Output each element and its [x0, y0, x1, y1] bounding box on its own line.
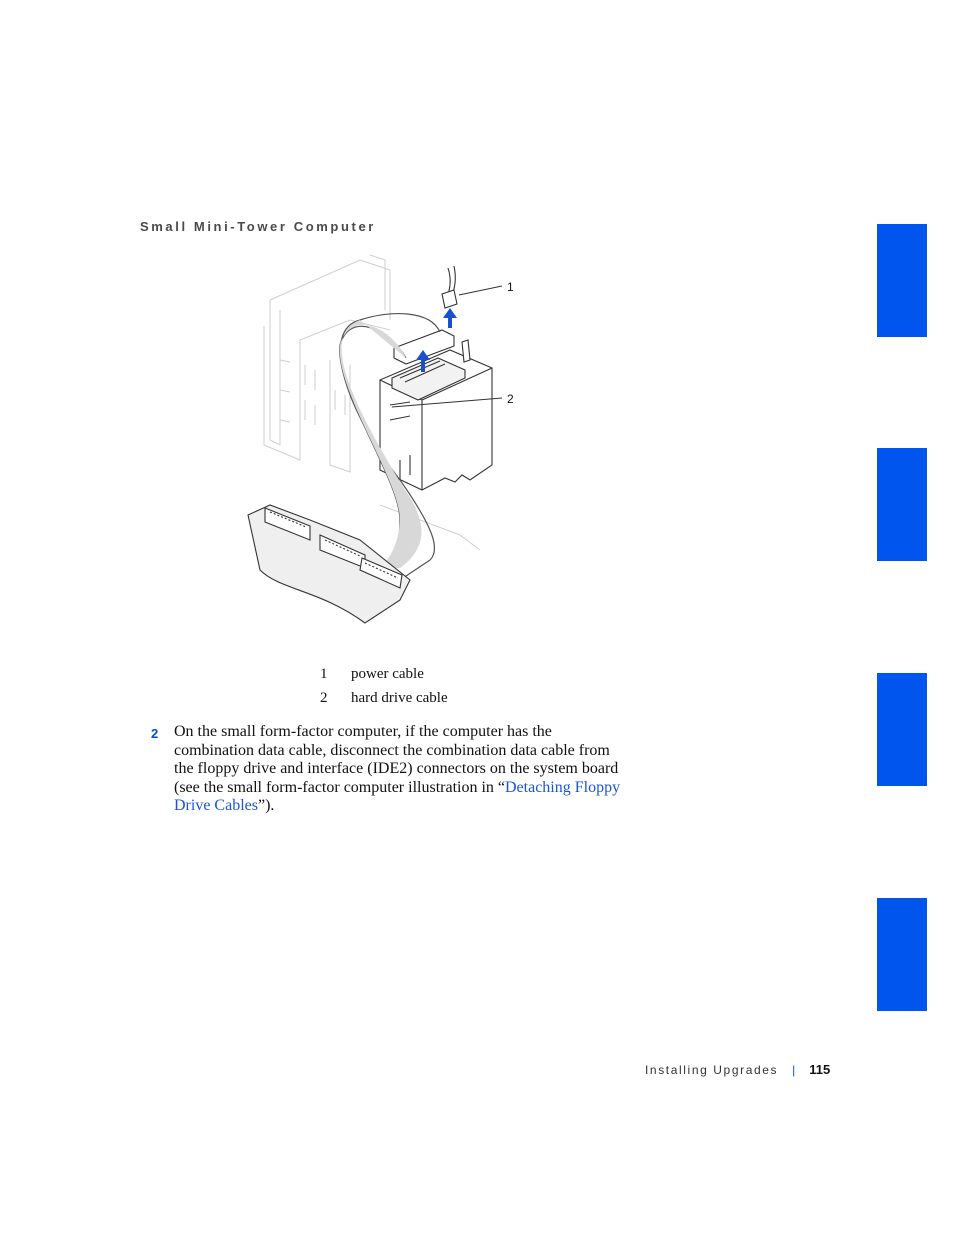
- chapter-tab: [877, 898, 927, 1011]
- section-heading: Small Mini-Tower Computer: [140, 219, 376, 234]
- callout-number: 2: [507, 392, 514, 406]
- chapter-tab: [877, 448, 927, 561]
- step-text: On the small form-factor computer, if th…: [174, 723, 629, 816]
- figure-legend: 1 power cable 2 hard drive cable: [320, 662, 448, 710]
- detaching-floppy-drive-cables-link[interactable]: Detaching Floppy Drive Cables: [174, 778, 621, 815]
- callout-number: 1: [507, 280, 514, 294]
- page-number: 115: [809, 1062, 831, 1077]
- legend-row: 1 power cable: [320, 662, 448, 686]
- illustration-drawing: 1 2: [247, 254, 514, 624]
- hard-drive-cable-illustration: 1 2: [240, 250, 540, 630]
- step-number: 2: [151, 726, 159, 741]
- legend-number: 1: [320, 665, 328, 682]
- footer-chapter: Installing Upgrades: [645, 1062, 779, 1077]
- footer-separator: |: [792, 1062, 796, 1077]
- legend-label: hard drive cable: [351, 689, 448, 706]
- legend-row: 2 hard drive cable: [320, 686, 448, 710]
- chapter-tab: [877, 673, 927, 786]
- page-footer: Installing Upgrades | 115: [645, 1062, 830, 1077]
- step-text-after: ”).: [257, 797, 275, 815]
- legend-number: 2: [320, 689, 328, 706]
- legend-label: power cable: [351, 665, 424, 682]
- procedure-step: 2 On the small form-factor computer, if …: [151, 723, 631, 816]
- step-text-before: On the small form-factor computer, if th…: [174, 723, 619, 796]
- chapter-tab: [877, 224, 927, 337]
